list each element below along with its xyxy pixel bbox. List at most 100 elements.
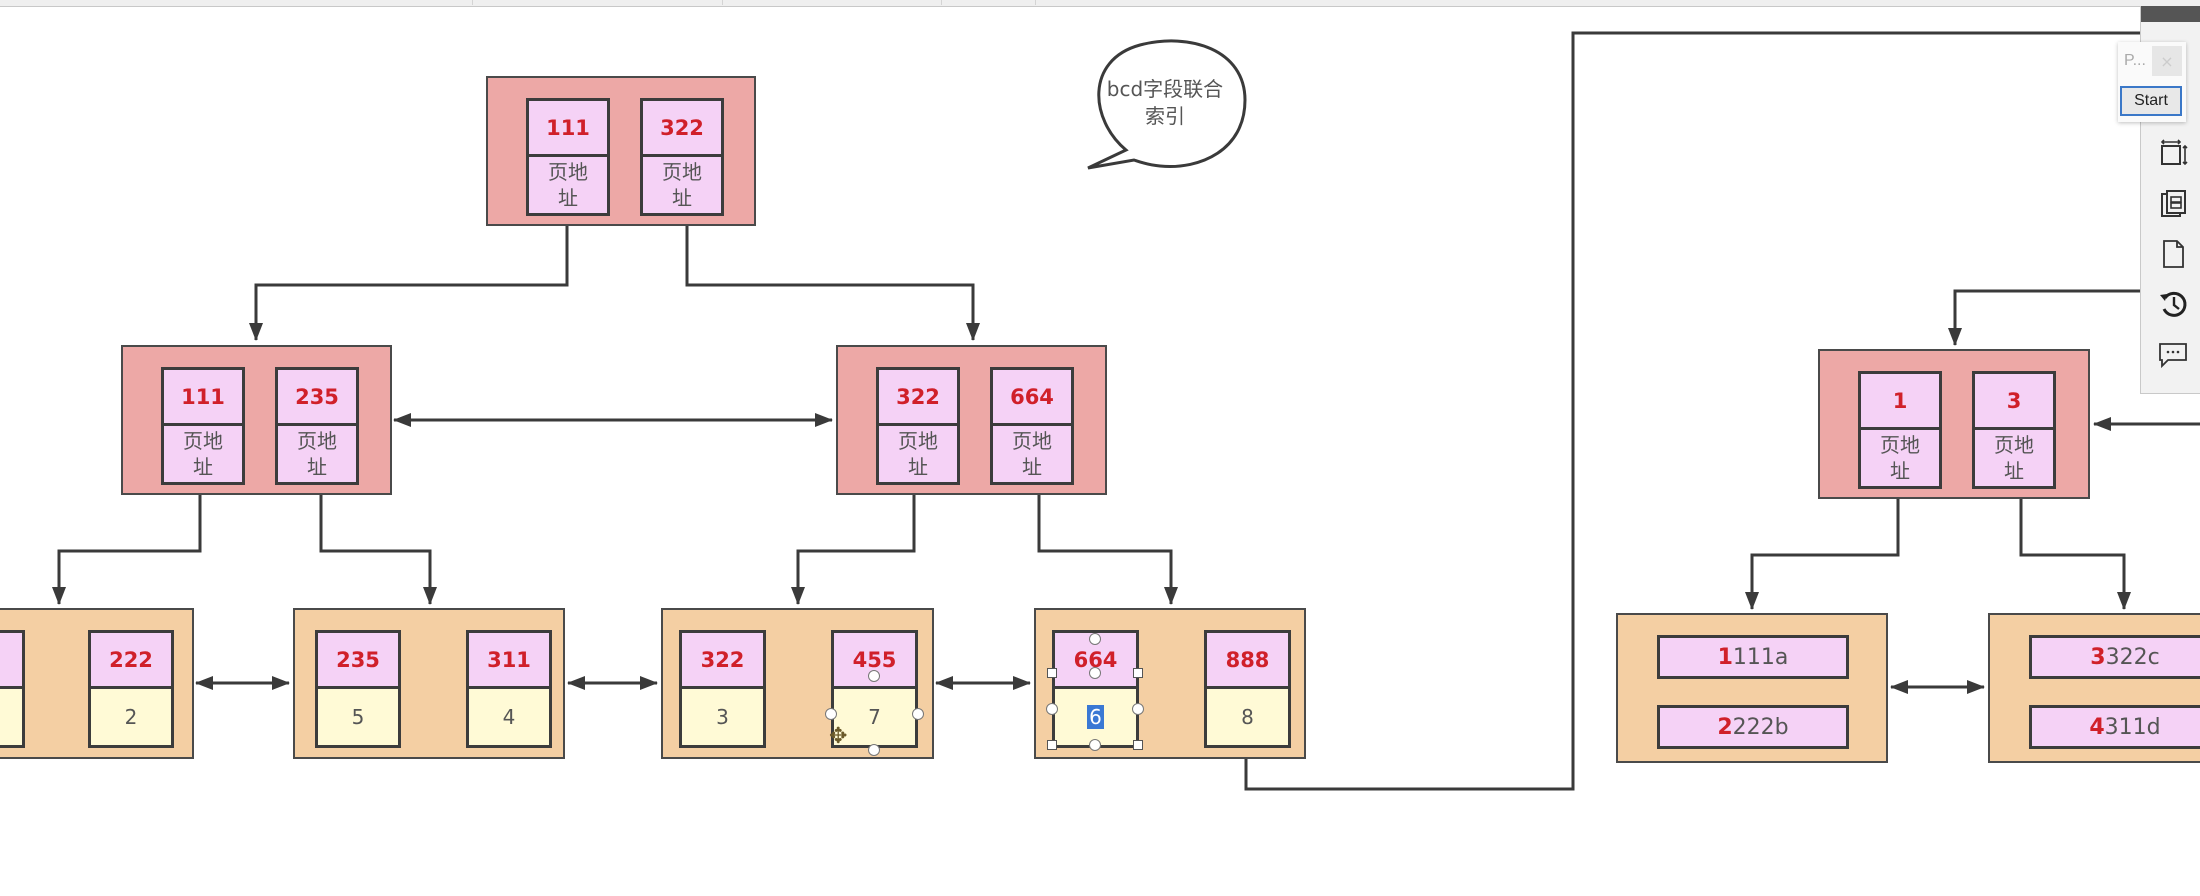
index-cell[interactable]: 322 页地址 bbox=[876, 367, 960, 485]
callout-bubble bbox=[1087, 39, 1247, 170]
internal-node[interactable]: 111 页地址 235 页地址 bbox=[121, 345, 392, 495]
connection-handle[interactable] bbox=[825, 708, 837, 720]
index-key: 235 bbox=[278, 370, 356, 426]
resize-handle-ne[interactable] bbox=[1133, 668, 1143, 678]
resize-handle-s[interactable] bbox=[1089, 739, 1101, 751]
index-key: 1 bbox=[1861, 374, 1939, 430]
leaf-entry[interactable]: 888 8 bbox=[1204, 630, 1291, 748]
resize-handle-n[interactable] bbox=[1089, 667, 1101, 679]
leaf-node[interactable]: 222 2 bbox=[0, 608, 194, 759]
page-address: 页地址 bbox=[183, 429, 223, 479]
leaf-entry[interactable]: 222 2 bbox=[88, 630, 174, 748]
index-key: 664 bbox=[993, 370, 1071, 426]
leaf-entry[interactable]: 664 6 bbox=[1052, 630, 1139, 748]
leaf-value bbox=[0, 689, 22, 745]
edge-l2b-leaf4 bbox=[1037, 494, 1178, 605]
leaf-key: 455 bbox=[834, 633, 915, 689]
row-lead: 1 bbox=[1717, 644, 1733, 670]
page-address: 页地址 bbox=[548, 160, 588, 210]
edge-right-root-leaf2 bbox=[2019, 498, 2131, 610]
fit-page-icon[interactable] bbox=[2157, 138, 2189, 170]
edge-l2a-leaf2 bbox=[319, 494, 437, 605]
page-address: 页地址 bbox=[898, 429, 938, 479]
leaf-key: 311 bbox=[469, 633, 549, 689]
resize-handle-sw[interactable] bbox=[1047, 740, 1057, 750]
leaf-node[interactable]: 664 6 888 8 bbox=[1034, 608, 1306, 759]
floating-popup: P... × Start bbox=[2118, 42, 2186, 122]
leaf-node[interactable]: 235 5 311 4 bbox=[293, 608, 565, 759]
index-cell[interactable]: 1 页地址 bbox=[1858, 371, 1942, 489]
index-key: 111 bbox=[529, 101, 607, 157]
resize-handle-nw[interactable] bbox=[1047, 668, 1057, 678]
history-icon[interactable] bbox=[2157, 288, 2189, 320]
toolbar-divider bbox=[472, 0, 473, 5]
leaf-entry[interactable]: 322 3 bbox=[679, 630, 766, 748]
connection-handle[interactable] bbox=[868, 744, 880, 756]
edge-l2a-leaf1 bbox=[52, 494, 202, 605]
index-cell[interactable]: 664 页地址 bbox=[990, 367, 1074, 485]
connection-handle[interactable] bbox=[912, 708, 924, 720]
connection-handle[interactable] bbox=[868, 670, 880, 682]
callout-line-2: 索引 bbox=[1145, 104, 1185, 128]
edge-leaf-to-secondary-index bbox=[1244, 31, 2140, 791]
leaf-value: 4 bbox=[469, 689, 549, 745]
row-rest: 222b bbox=[1732, 714, 1789, 740]
leaf-entry[interactable]: 311 4 bbox=[466, 630, 552, 748]
internal-node[interactable]: 322 页地址 664 页地址 bbox=[836, 345, 1107, 495]
edge-l2b-leaf3 bbox=[791, 494, 916, 605]
leaf-value: 8 bbox=[1207, 689, 1288, 745]
leaf-entry[interactable] bbox=[0, 630, 25, 748]
index-cell[interactable]: 111 页地址 bbox=[161, 367, 245, 485]
leaf-key: 222 bbox=[91, 633, 171, 689]
secondary-root-node[interactable]: 1 页地址 3 页地址 bbox=[1818, 349, 2090, 499]
toolbar-divider bbox=[941, 0, 942, 5]
leaf-value[interactable]: 6 bbox=[1055, 689, 1136, 745]
close-icon: × bbox=[2160, 51, 2174, 71]
page-address: 页地址 bbox=[662, 160, 702, 210]
leaf-node[interactable]: 322 3 455 7 ✥ bbox=[661, 608, 934, 759]
index-key: 111 bbox=[164, 370, 242, 426]
resize-handle-se[interactable] bbox=[1133, 740, 1143, 750]
leaf-key bbox=[0, 633, 22, 689]
row-rest: 111a bbox=[1732, 644, 1789, 670]
root-node[interactable]: 111 页地址 322 页地址 bbox=[486, 76, 756, 226]
row-rest: 322c bbox=[2105, 644, 2160, 670]
callout-text[interactable]: bcd字段联合 索引 bbox=[1090, 76, 1240, 130]
page-address: 页地址 bbox=[297, 429, 337, 479]
blank-page-icon[interactable] bbox=[2157, 238, 2189, 270]
edge-into-right-root bbox=[1948, 289, 2140, 346]
leaf-value: 7 bbox=[834, 689, 915, 745]
leaf-key: 888 bbox=[1207, 633, 1288, 689]
comment-icon[interactable] bbox=[2157, 338, 2189, 370]
selected-text[interactable]: 6 bbox=[1087, 705, 1104, 729]
start-button[interactable]: Start bbox=[2120, 86, 2182, 116]
index-cell[interactable]: 111 页地址 bbox=[526, 98, 610, 216]
index-key: 322 bbox=[879, 370, 957, 426]
page-address: 页地址 bbox=[1994, 433, 2034, 483]
index-cell[interactable]: 322 页地址 bbox=[640, 98, 724, 216]
index-cell[interactable]: 235 页地址 bbox=[275, 367, 359, 485]
leaf-entry[interactable]: 235 5 bbox=[315, 630, 401, 748]
rotate-handle[interactable] bbox=[1089, 633, 1101, 645]
pages-icon[interactable] bbox=[2157, 188, 2189, 220]
row-lead: 2 bbox=[1717, 714, 1733, 740]
panel-header bbox=[2141, 6, 2200, 22]
leaf-value: 2 bbox=[91, 689, 171, 745]
resize-handle-e[interactable] bbox=[1132, 703, 1144, 715]
row-lead: 3 bbox=[2090, 644, 2106, 670]
index-key: 322 bbox=[643, 101, 721, 157]
popup-close-button[interactable]: × bbox=[2152, 46, 2182, 76]
page-address: 页地址 bbox=[1012, 429, 1052, 479]
edge-root-to-left bbox=[249, 225, 569, 341]
leaf-value: 3 bbox=[682, 689, 763, 745]
index-cell[interactable]: 3 页地址 bbox=[1972, 371, 2056, 489]
popup-title: P... bbox=[2124, 52, 2146, 69]
toolbar-divider bbox=[722, 0, 723, 5]
resize-handle-w[interactable] bbox=[1046, 703, 1058, 715]
